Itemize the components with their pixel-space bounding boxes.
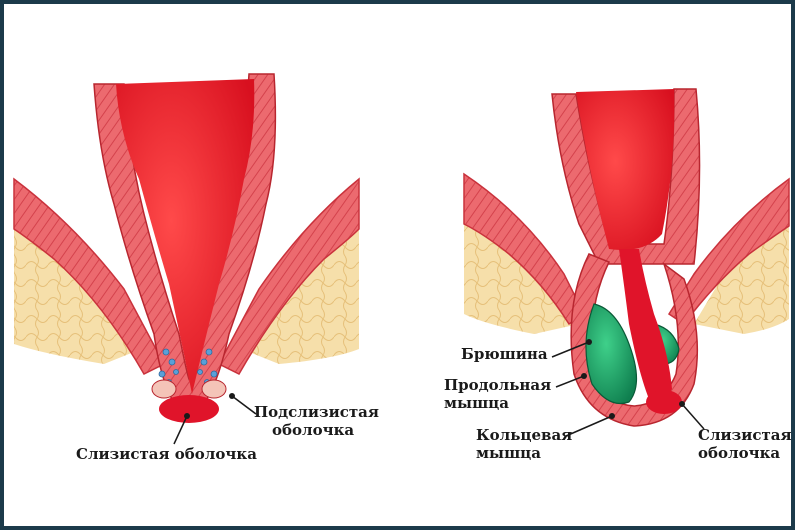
left-mucosa-label: Слизистая оболочка	[76, 445, 257, 463]
left-submucosa-label-2: оболочка	[272, 421, 354, 439]
left-figure-normal-rectum: Подслизистая оболочка Слизистая оболочка	[14, 74, 379, 463]
right-circular-label-1: Кольцевая	[476, 426, 572, 444]
anatomy-diagram: Подслизистая оболочка Слизистая оболочка	[4, 4, 791, 526]
illustration-frame: Подслизистая оболочка Слизистая оболочка	[4, 4, 791, 526]
right-mucosa-label-2: оболочка	[698, 444, 780, 462]
left-anal-opening	[159, 395, 219, 423]
right-longitudinal-label-1: Продольная	[444, 376, 551, 394]
right-figure-rectal-prolapse: Брюшина Продольная мышца Кольцевая мышца…	[444, 89, 791, 462]
right-prolapse-tip	[646, 390, 682, 414]
left-submucosa-leader	[232, 396, 256, 414]
right-circular-label-2: мышца	[476, 444, 541, 462]
right-mucosa-label-1: Слизистая	[698, 426, 791, 444]
right-peritoneum-label: Брюшина	[461, 345, 548, 363]
right-longitudinal-label-2: мышца	[444, 394, 509, 412]
left-submucosa-label-1: Подслизистая	[254, 403, 379, 421]
